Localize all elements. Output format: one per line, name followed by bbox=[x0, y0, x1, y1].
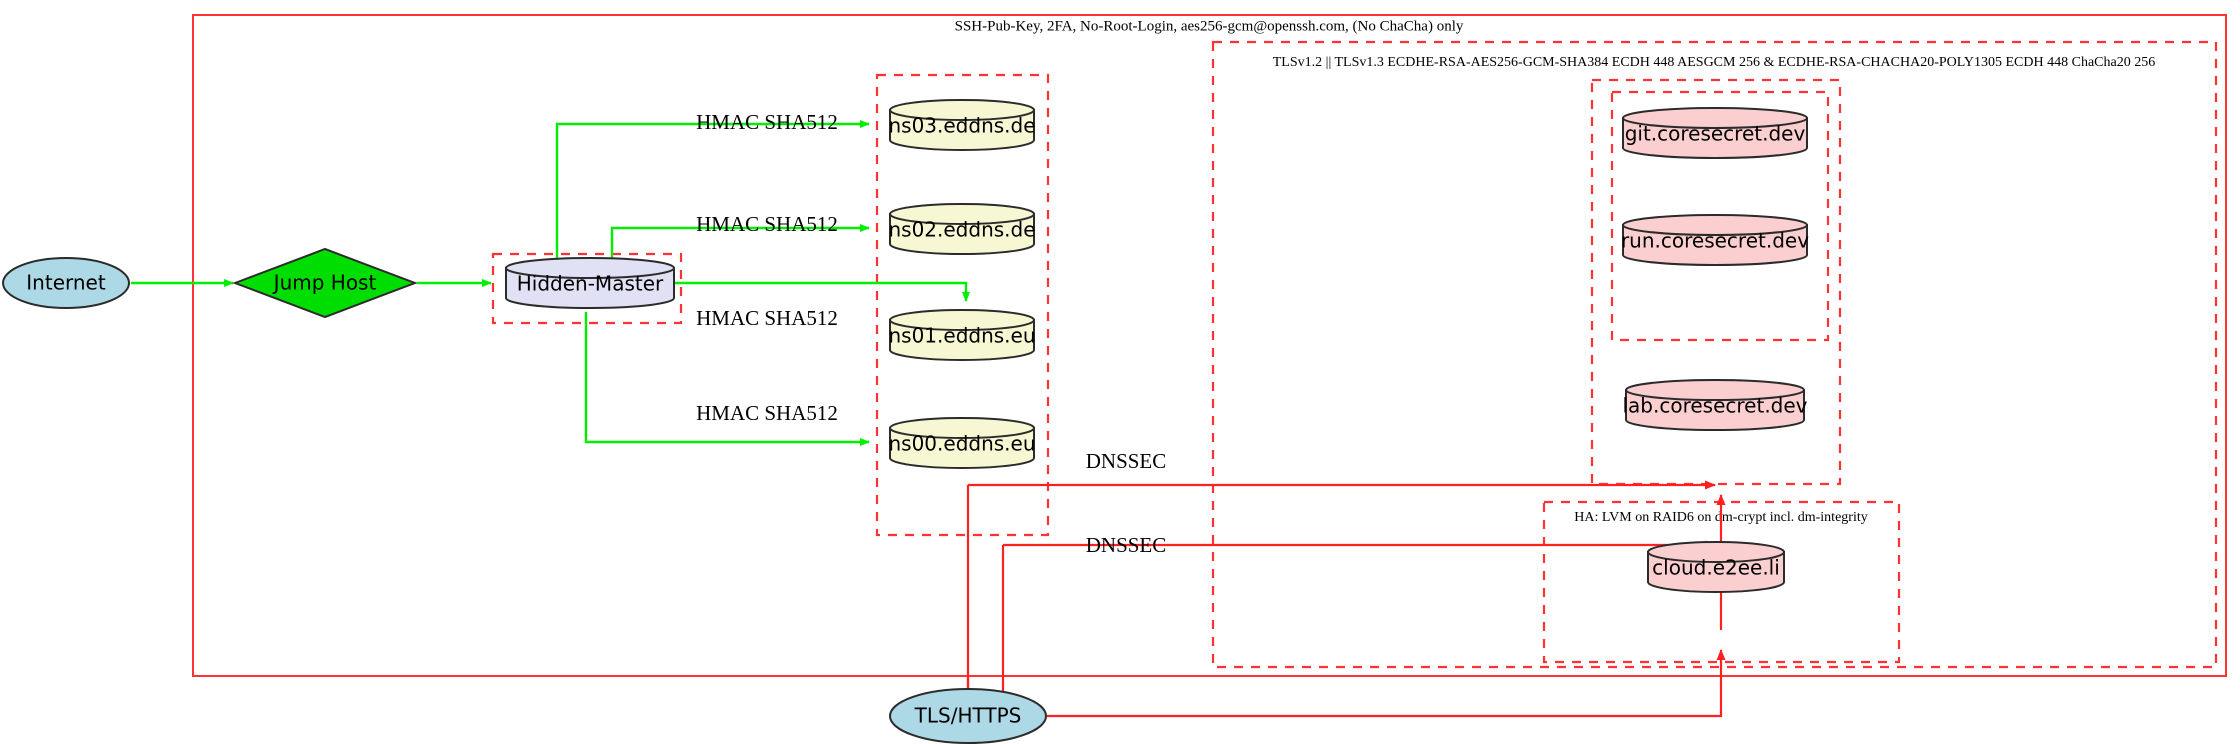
edge-hidden-master-to-ns01 bbox=[665, 281, 970, 302]
run-body[interactable] bbox=[1622, 224, 1808, 266]
edge-hidden-master-to-ns03 bbox=[555, 120, 870, 262]
ns03-body[interactable] bbox=[889, 109, 1035, 151]
lab-body[interactable] bbox=[1625, 389, 1805, 431]
edge-label-dnssec-lower: DNSSEC bbox=[1086, 533, 1167, 557]
edge-hidden-master-to-ns02 bbox=[610, 224, 870, 262]
ns03-label: ns03.eddns.de bbox=[888, 114, 1035, 138]
lab-top[interactable] bbox=[1625, 379, 1805, 401]
git-body[interactable] bbox=[1622, 117, 1808, 159]
node-hidden-master[interactable]: Hidden-Master bbox=[505, 257, 675, 309]
edge-labels: HMAC SHA512 HMAC SHA512 HMAC SHA512 HMAC… bbox=[696, 110, 1166, 557]
jump-host-diamond[interactable] bbox=[232, 247, 418, 319]
node-ns02[interactable]: ns02.eddns.de bbox=[888, 203, 1036, 255]
nameserver-zone-border bbox=[875, 73, 1050, 537]
ns00-label: ns00.eddns.eu bbox=[888, 432, 1035, 456]
hidden-master-body[interactable] bbox=[505, 267, 675, 309]
git-label: git.coresecret.dev bbox=[1625, 122, 1806, 146]
internet-ellipse[interactable] bbox=[2, 257, 130, 309]
cluster-coresecret-outer-zone bbox=[1590, 78, 1842, 486]
node-ns03[interactable]: ns03.eddns.de bbox=[888, 99, 1036, 151]
cloud-label: cloud.e2ee.li bbox=[1652, 556, 1780, 580]
jump-host-label: Jump Host bbox=[272, 271, 377, 295]
ssh-zone-border bbox=[192, 14, 2227, 677]
node-jump-host[interactable]: Jump Host bbox=[232, 247, 418, 319]
lab-label: lab.coresecret.dev bbox=[1622, 394, 1807, 418]
edge-label-hmac-ns02: HMAC SHA512 bbox=[696, 212, 838, 236]
cluster-coresecret-inner-zone bbox=[1610, 90, 1830, 342]
node-cloud-e2ee[interactable]: cloud.e2ee.li bbox=[1647, 541, 1785, 593]
ns00-body[interactable] bbox=[889, 427, 1035, 469]
tls-zone-border bbox=[1211, 40, 2218, 669]
node-ns00[interactable]: ns00.eddns.eu bbox=[888, 417, 1036, 469]
node-tls-https[interactable]: TLS/HTTPS bbox=[889, 688, 1047, 744]
edge-label-hmac-ns00: HMAC SHA512 bbox=[696, 401, 838, 425]
run-top[interactable] bbox=[1622, 214, 1808, 236]
run-label: run.coresecret.dev bbox=[1621, 229, 1809, 253]
node-run-coresecret[interactable]: run.coresecret.dev bbox=[1621, 214, 1809, 266]
ns02-label: ns02.eddns.de bbox=[888, 218, 1035, 242]
tls-zone-label: TLSv1.2 || TLSv1.3 ECDHE-RSA-AES256-GCM-… bbox=[1273, 55, 2155, 70]
node-ns01[interactable]: ns01.eddns.eu bbox=[888, 309, 1036, 361]
hidden-master-label: Hidden-Master bbox=[517, 272, 664, 296]
ns01-top[interactable] bbox=[889, 309, 1035, 331]
edge-label-dnssec-upper: DNSSEC bbox=[1086, 449, 1167, 473]
coresecret-outer-zone-border bbox=[1590, 78, 1842, 486]
edge-tls-to-cloud bbox=[1046, 649, 1726, 718]
cluster-tls-zone: TLSv1.2 || TLSv1.3 ECDHE-RSA-AES256-GCM-… bbox=[1211, 40, 2218, 669]
tls-https-label: TLS/HTTPS bbox=[914, 704, 1022, 728]
edge-label-hmac-ns01: HMAC SHA512 bbox=[696, 306, 838, 330]
node-internet[interactable]: Internet bbox=[2, 257, 130, 309]
cluster-hidden-master-zone bbox=[491, 252, 683, 325]
internet-label: Internet bbox=[26, 271, 106, 295]
ns02-body[interactable] bbox=[889, 213, 1035, 255]
cloud-body[interactable] bbox=[1647, 551, 1785, 593]
ns02-top[interactable] bbox=[889, 203, 1035, 225]
green-edges bbox=[131, 120, 970, 446]
cloud-top[interactable] bbox=[1647, 541, 1785, 563]
cluster-nameserver-zone bbox=[875, 73, 1050, 537]
tls-https-ellipse[interactable] bbox=[889, 688, 1047, 744]
edge-label-hmac-ns03: HMAC SHA512 bbox=[696, 110, 838, 134]
ns01-label: ns01.eddns.eu bbox=[888, 324, 1035, 348]
hidden-master-zone-border bbox=[491, 252, 683, 325]
node-git-coresecret[interactable]: git.coresecret.dev bbox=[1622, 107, 1808, 159]
cluster-ssh-zone: SSH-Pub-Key, 2FA, No-Root-Login, aes256-… bbox=[192, 14, 2227, 677]
node-lab-coresecret[interactable]: lab.coresecret.dev bbox=[1622, 379, 1808, 431]
git-top[interactable] bbox=[1622, 107, 1808, 129]
edge-hidden-master-to-ns00 bbox=[584, 312, 870, 446]
ssh-zone-label: SSH-Pub-Key, 2FA, No-Root-Login, aes256-… bbox=[955, 18, 1464, 34]
hidden-master-top[interactable] bbox=[505, 257, 675, 279]
ns03-top[interactable] bbox=[889, 99, 1035, 121]
coresecret-inner-zone-border bbox=[1610, 90, 1830, 342]
ns00-top[interactable] bbox=[889, 417, 1035, 439]
ns01-body[interactable] bbox=[889, 319, 1035, 361]
